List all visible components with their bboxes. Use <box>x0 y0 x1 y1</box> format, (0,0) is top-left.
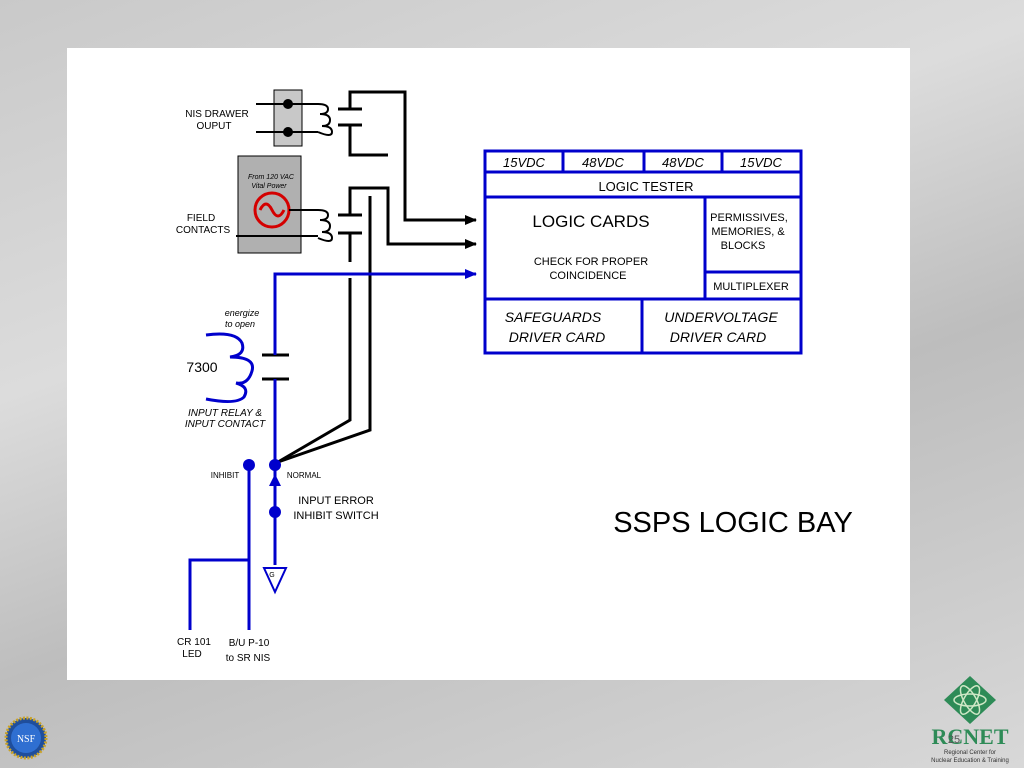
logic-bay-box: 15VDC 48VDC 48VDC 15VDC LOGIC TESTER LOG… <box>483 149 803 355</box>
permissives-label-1: PERMISSIVES, <box>710 212 788 224</box>
relay-number-label: 7300 <box>186 359 217 375</box>
supply-4-label: 15VDC <box>740 155 783 170</box>
nis-relay-coil <box>317 103 334 136</box>
slide-panel: NIS DRAWER OUPUT From 120 VAC Vital Powe… <box>67 48 910 680</box>
input-error-label-2: INHIBIT SWITCH <box>293 510 378 522</box>
nsf-logo-text: NSF <box>17 734 36 745</box>
7300-relay-coil <box>205 332 255 404</box>
sspslogic-diagram: NIS DRAWER OUPUT From 120 VAC Vital Powe… <box>176 89 853 664</box>
field-contacts-label-2: CONTACTS <box>176 225 231 236</box>
bup-label-2: to SR NIS <box>226 653 271 664</box>
vital-power-label-1: From 120 VAC <box>248 174 295 181</box>
rcnet-diamond-icon <box>944 676 996 724</box>
input-relay-label-1: INPUT RELAY & <box>188 408 262 419</box>
normal-terminal <box>269 459 281 471</box>
nis-drawer-output-group: NIS DRAWER OUPUT <box>185 89 362 147</box>
inhibit-terminal <box>243 459 255 471</box>
cr101-label-1: CR 101 <box>177 637 211 648</box>
field-contacts-group: From 120 VAC Vital Power FIELD CONTACTS <box>176 155 362 254</box>
switch-blade-arrow <box>269 474 281 486</box>
inhibit-label: INHIBIT <box>211 471 240 480</box>
supply-1-label: 15VDC <box>503 155 546 170</box>
bup-label-1: B/U P-10 <box>229 638 270 649</box>
rcnet-subtitle-2: Nuclear Education & Training <box>931 758 1009 764</box>
safeguards-label-1: SAFEGUARDS <box>505 309 602 325</box>
check-label-2: COINCIDENCE <box>549 270 626 282</box>
supply-2-label: 48VDC <box>582 155 625 170</box>
permissives-label-3: BLOCKS <box>721 240 766 252</box>
input-relay-group: energize to open 7300 INPUT RELAY & INPU… <box>185 308 289 430</box>
black-signal-wires <box>277 90 477 464</box>
input-relay-label-2: INPUT CONTACT <box>185 419 266 430</box>
logic-cards-label: LOGIC CARDS <box>532 212 649 231</box>
input-error-label-1: INPUT ERROR <box>298 495 374 507</box>
rcnet-subtitle-1: Regional Center for <box>944 750 996 756</box>
nis-terminal-top <box>283 99 293 109</box>
logic-tester-label: LOGIC TESTER <box>598 179 693 194</box>
supply-3-label: 48VDC <box>662 155 705 170</box>
field-relay-coil <box>317 209 334 242</box>
rcnet-logo-text: RCNET <box>931 724 1008 749</box>
cr101-label-2: LED <box>182 649 201 660</box>
nis-drawer-box <box>273 89 303 147</box>
safeguards-label-2: DRIVER CARD <box>509 329 605 345</box>
nis-terminal-bottom <box>283 127 293 137</box>
vital-power-label-2: Vital Power <box>251 183 287 190</box>
slide-title: SSPS LOGIC BAY <box>613 507 853 539</box>
ground-symbol-icon <box>262 567 288 595</box>
energize-label-2: to open <box>225 319 255 329</box>
nsf-logo: NSF <box>4 716 48 760</box>
normal-label: NORMAL <box>287 471 322 480</box>
permissives-label-2: MEMORIES, & <box>711 226 785 238</box>
multiplexer-label: MULTIPLEXER <box>713 281 789 293</box>
undervoltage-label-2: DRIVER CARD <box>670 329 766 345</box>
check-label-1: CHECK FOR PROPER <box>534 256 648 268</box>
switch-pivot <box>269 506 281 518</box>
energize-label-1: energize <box>225 308 260 318</box>
field-contacts-label-1: FIELD <box>187 213 215 224</box>
undervoltage-label-1: UNDERVOLTAGE <box>664 309 778 325</box>
rcnet-logo: RCNET Regional Center for Nuclear Educat… <box>931 676 1009 764</box>
nis-drawer-label-1: NIS DRAWER <box>185 109 249 120</box>
slide-page-number: 25 <box>948 734 960 746</box>
ground-symbol-label: G <box>269 572 274 579</box>
nis-drawer-label-2: OUPUT <box>197 121 232 132</box>
